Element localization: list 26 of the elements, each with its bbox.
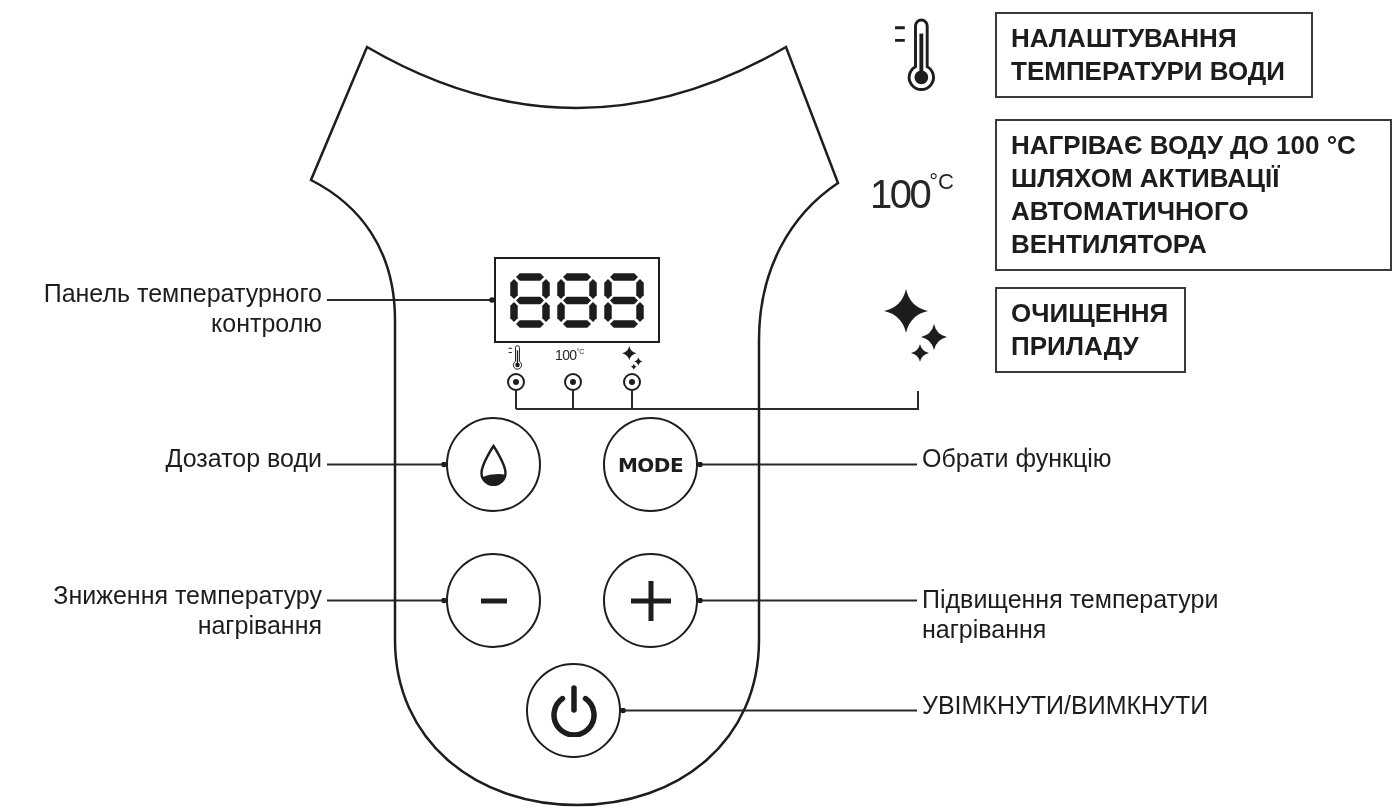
indicator-light (564, 373, 582, 391)
callout-label: Панель температурного контролю (43, 279, 322, 337)
connector-line (515, 390, 919, 410)
indicator-light (623, 373, 641, 391)
indicator-label: 100$^{°C}$ (555, 348, 585, 362)
callout-label: Обрати функцію (922, 444, 1112, 472)
callout-label: Дозатор води (165, 444, 322, 472)
leader-line (326, 297, 495, 303)
callout-label: УВІМКНУТИ/ВИМКНУТИ (922, 691, 1209, 719)
callout-label: Зниження температуру нагрівання (53, 581, 322, 639)
display-screen (494, 257, 660, 343)
note-box: НАГРІВАЄ ВОДУ ДО 100 °C ШЛЯХОМ АКТИВАЦІЇ АВТОМАТИЧНОГО ВЕНТИЛЯТОРА (995, 119, 1392, 271)
leader-line (697, 597, 918, 604)
leader-line (620, 707, 918, 714)
leader-line (326, 597, 447, 604)
leader-line (697, 461, 918, 468)
callout-label: Підвищення температури нагрівання (922, 585, 1219, 643)
connector-line (631, 390, 633, 410)
note-box: НАЛАШТУВАННЯ ТЕМПЕРАТУРИ ВОДИ (995, 12, 1313, 98)
connector-line (515, 390, 517, 410)
note-box: ОЧИЩЕННЯ ПРИЛАДУ (995, 287, 1186, 373)
connector-line (572, 390, 574, 410)
mode-button: MODE (603, 417, 698, 512)
indicator-light (507, 373, 525, 391)
leader-line (326, 461, 447, 468)
temperature-label: 100$^{°C}$ (870, 174, 954, 214)
